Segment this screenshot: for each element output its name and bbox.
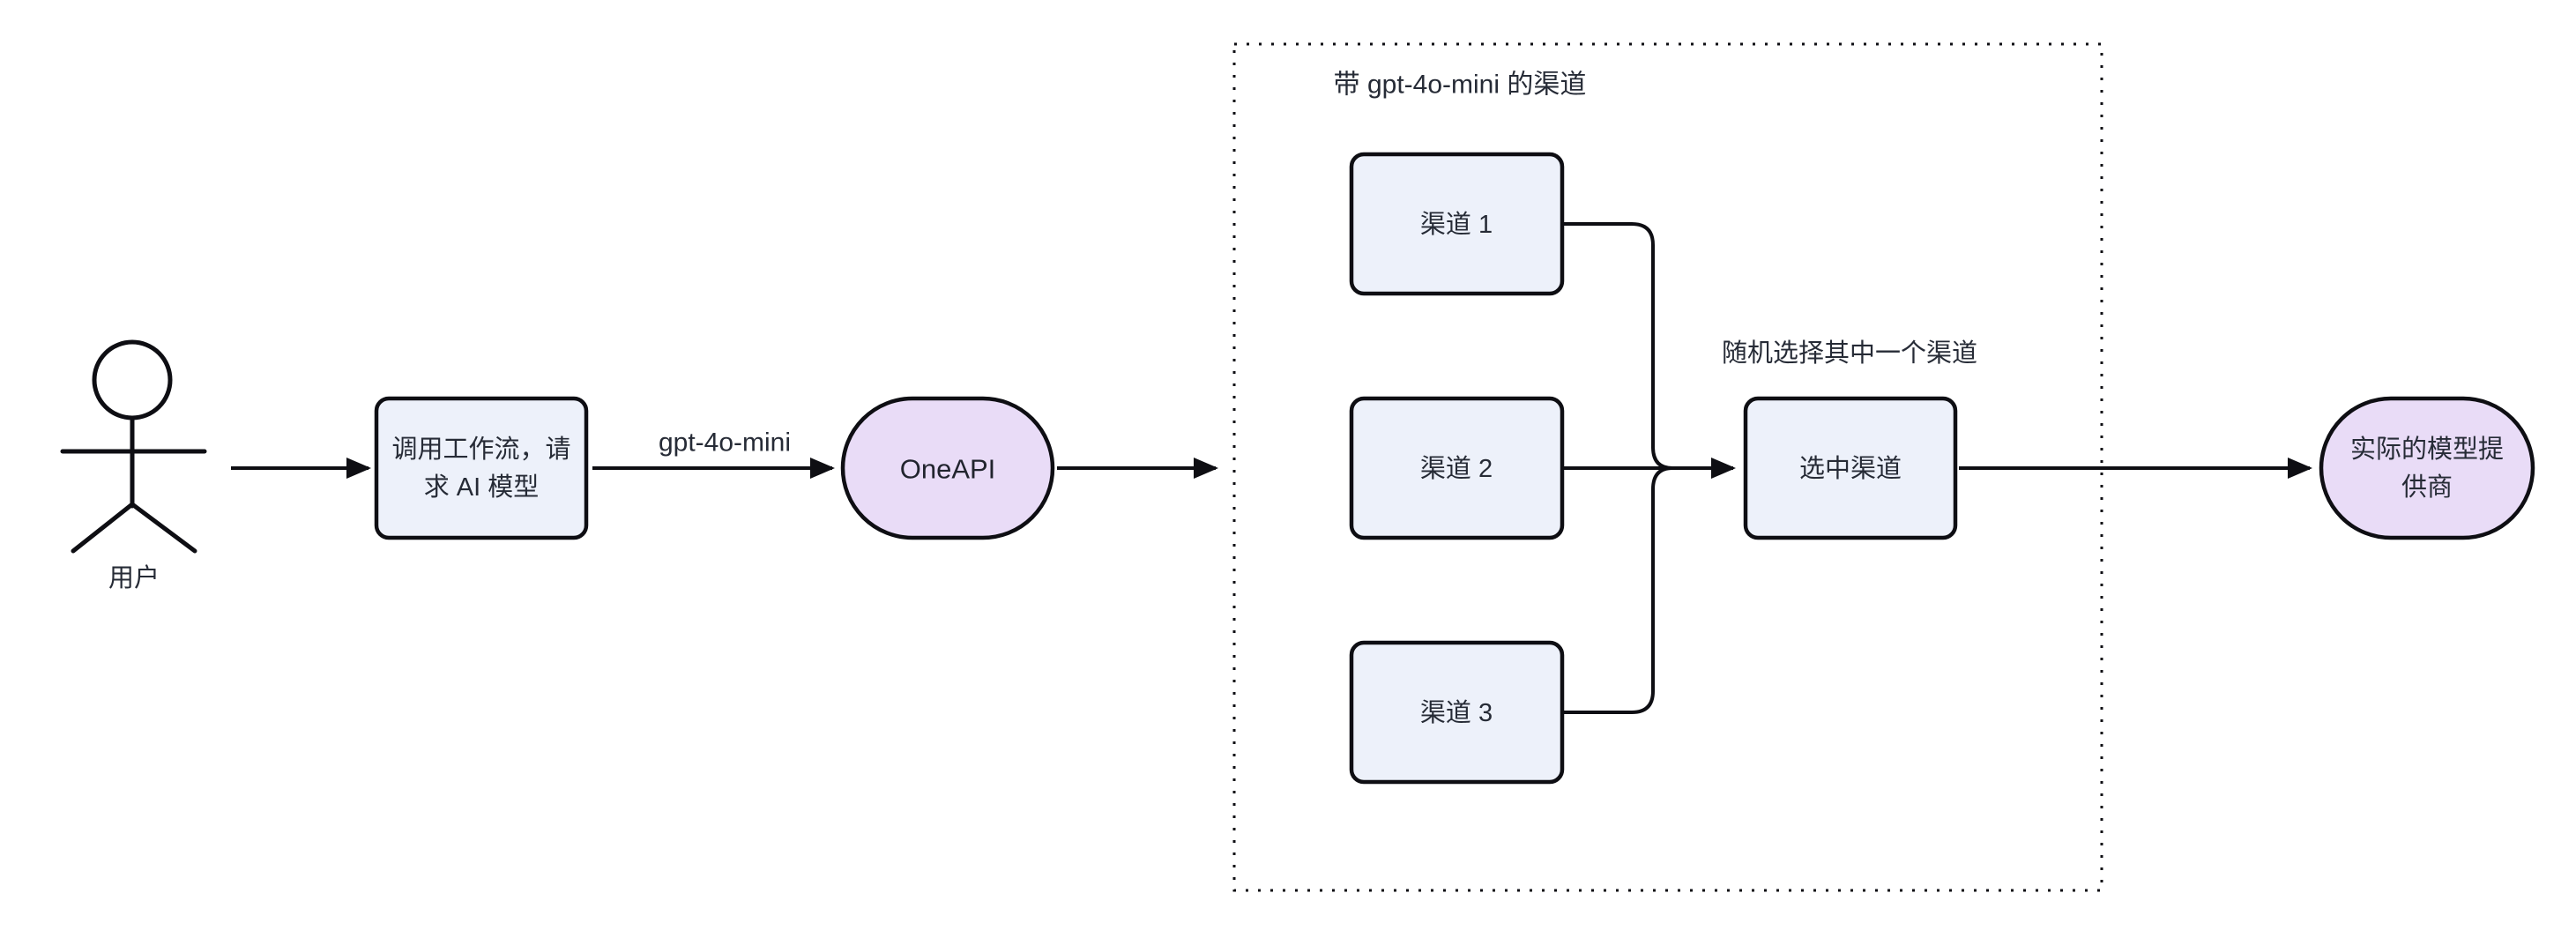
node-provider: 实际的模型提 供商 xyxy=(2319,396,2535,540)
edge-label-model: gpt-4o-mini xyxy=(659,428,791,458)
subgraph-channels-border xyxy=(1232,42,2103,892)
node-selected-channel: 选中渠道 xyxy=(1743,396,1958,540)
node-channel1-label: 渠道 1 xyxy=(1420,210,1493,239)
node-selected-channel-shape xyxy=(1743,396,1958,540)
node-channel3-label: 渠道 3 xyxy=(1420,698,1493,727)
node-channel2: 渠道 2 xyxy=(1349,396,1565,540)
node-oneapi: OneAPI xyxy=(840,396,1055,540)
node-oneapi-label: OneAPI xyxy=(900,454,996,485)
node-workflow-label-line2: 求 AI 模型 xyxy=(424,473,540,502)
actor-head xyxy=(92,339,173,421)
actor-user: 用户 xyxy=(60,339,207,592)
node-provider-label-line2: 供商 xyxy=(2401,473,2453,502)
node-provider-label-line1: 实际的模型提 xyxy=(2350,435,2504,464)
node-channel3: 渠道 3 xyxy=(1349,640,1565,785)
node-oneapi-shape xyxy=(840,396,1055,540)
node-selected-channel-label: 选中渠道 xyxy=(1799,454,1902,483)
edge-label-random: 随机选择其中一个渠道 xyxy=(1722,339,1977,368)
node-workflow-label-line1: 调用工作流，请 xyxy=(391,435,570,464)
subgraph-channels: 带 gpt-4o-mini 的渠道 渠道 1 渠道 2 渠道 3 随机选择其中一… xyxy=(1232,42,2103,892)
actor-leg-left xyxy=(71,502,135,554)
node-channel2-label: 渠道 2 xyxy=(1420,454,1493,483)
edge-channel3-to-junction xyxy=(1562,466,1673,714)
subgraph-channels-title: 带 gpt-4o-mini 的渠道 xyxy=(1334,71,1587,100)
node-provider-shape xyxy=(2319,396,2535,540)
actor-label: 用户 xyxy=(108,563,160,592)
node-workflow-shape xyxy=(374,396,589,540)
node-channel1: 渠道 1 xyxy=(1349,152,1565,296)
actor-leg-right xyxy=(130,502,197,554)
edge-channel1-to-junction xyxy=(1562,222,1673,470)
node-workflow: 调用工作流，请 求 AI 模型 xyxy=(374,396,589,540)
